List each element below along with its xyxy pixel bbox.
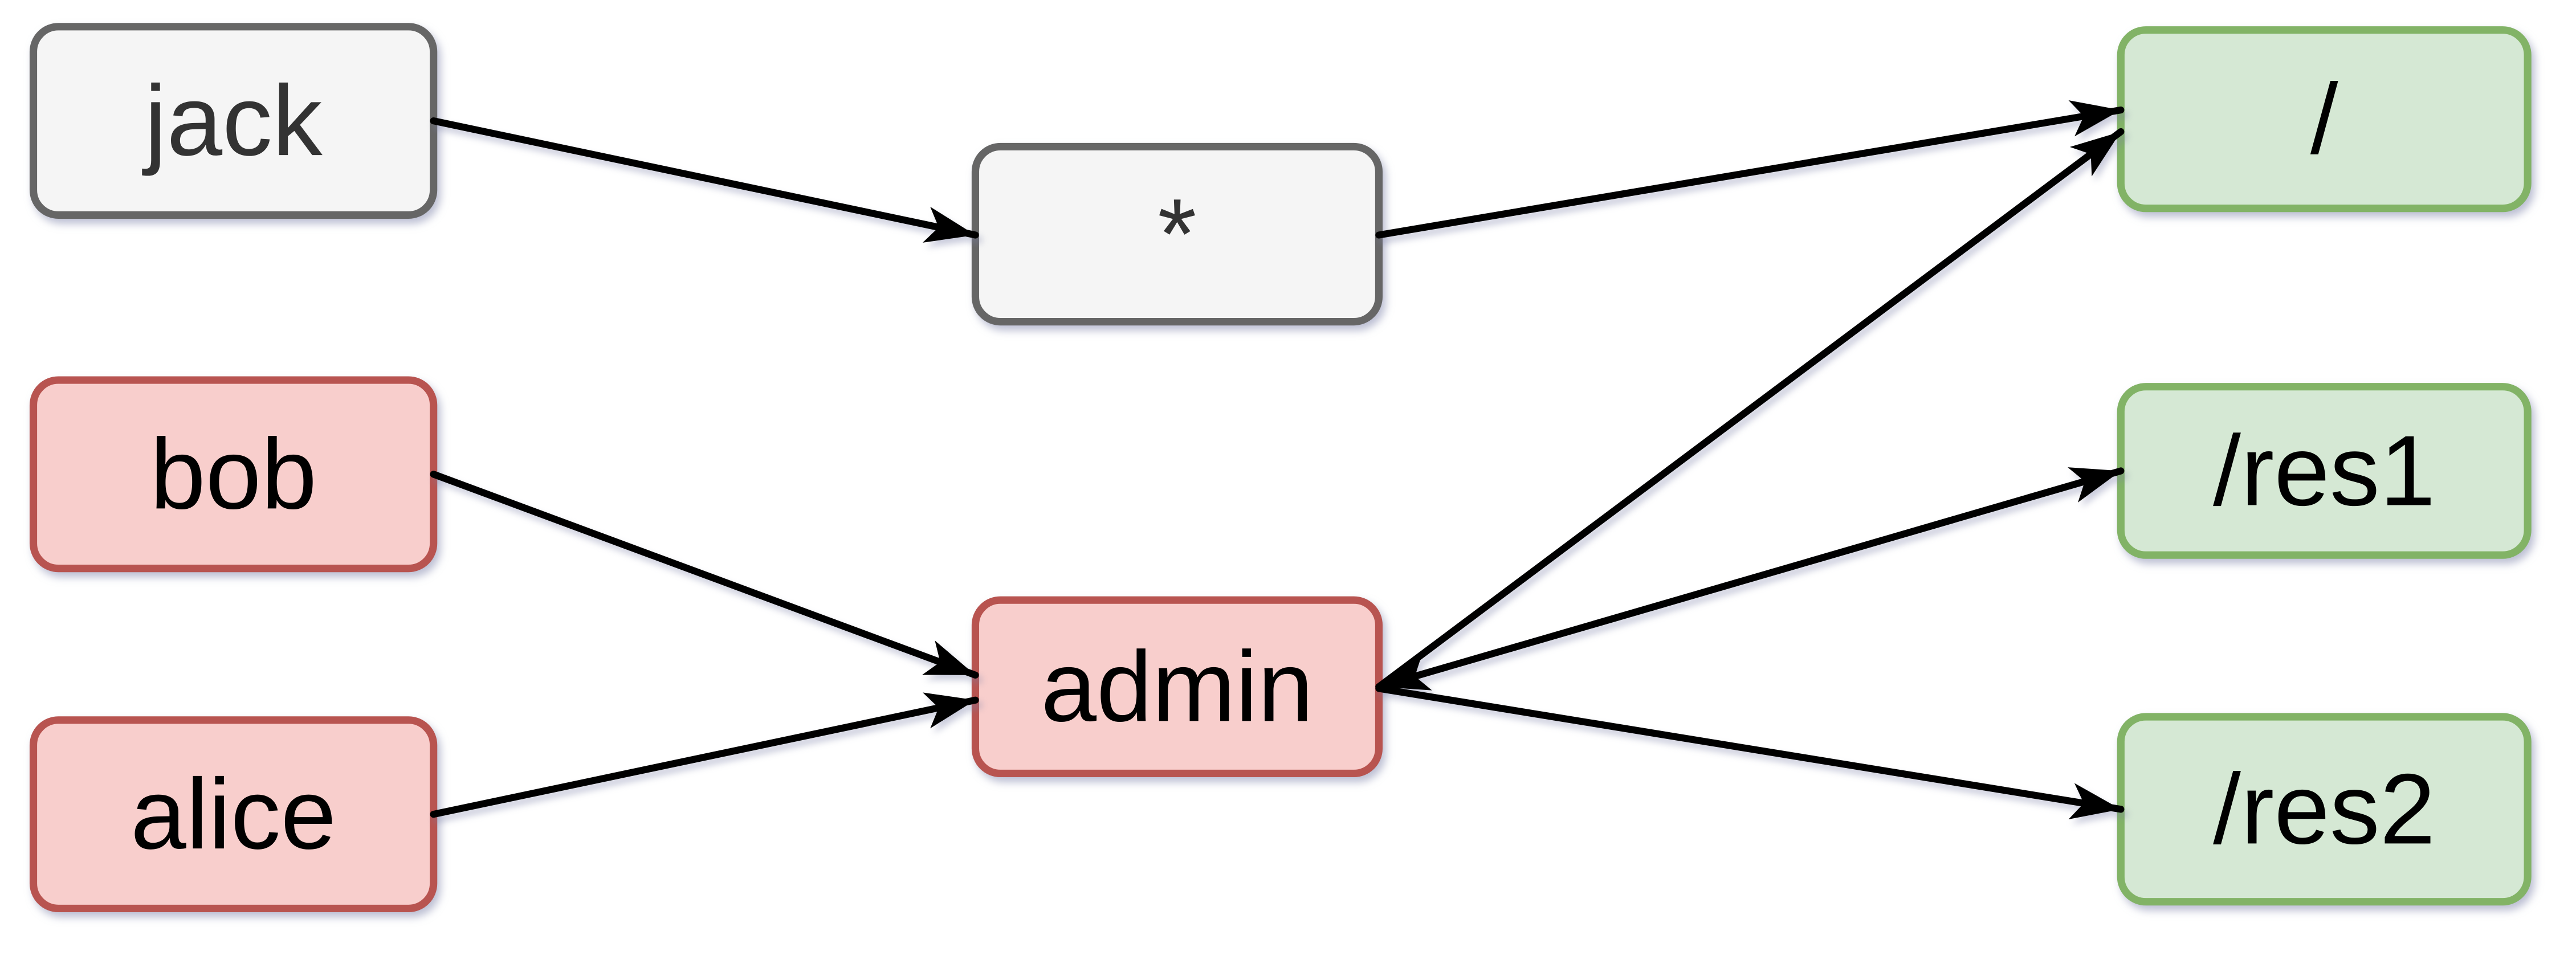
- node-bob: bob: [29, 376, 438, 573]
- node-res2-box: [2117, 713, 2532, 906]
- node-jack: jack: [29, 23, 438, 219]
- node-res2: /res2: [2117, 713, 2532, 906]
- edge-layer: [430, 100, 2125, 819]
- node-bob-box: [29, 376, 438, 573]
- node-slash-box: [2117, 26, 2532, 213]
- node-res1-box: [2117, 383, 2532, 559]
- arrow-star-to-slash: [1375, 100, 2125, 239]
- node-alice-box: [29, 716, 438, 913]
- node-jack-box: [29, 23, 438, 219]
- node-layer: jack bob alice * admin / /res1/res2: [29, 23, 2532, 913]
- node-admin-box: [971, 596, 1383, 778]
- arrow-jack-to-star: [430, 117, 979, 243]
- arrow-bob-to-admin: [430, 471, 979, 679]
- node-slash: /: [2117, 26, 2532, 213]
- node-star: *: [971, 142, 1383, 326]
- node-res1: /res1: [2117, 383, 2532, 559]
- node-admin: admin: [971, 596, 1383, 778]
- node-alice: alice: [29, 716, 438, 913]
- node-star-box: [971, 142, 1383, 326]
- arrow-admin-to-res2: [1375, 685, 2125, 819]
- arrow-admin-to-res1: [1375, 467, 2125, 691]
- arrow-alice-to-admin: [430, 692, 979, 818]
